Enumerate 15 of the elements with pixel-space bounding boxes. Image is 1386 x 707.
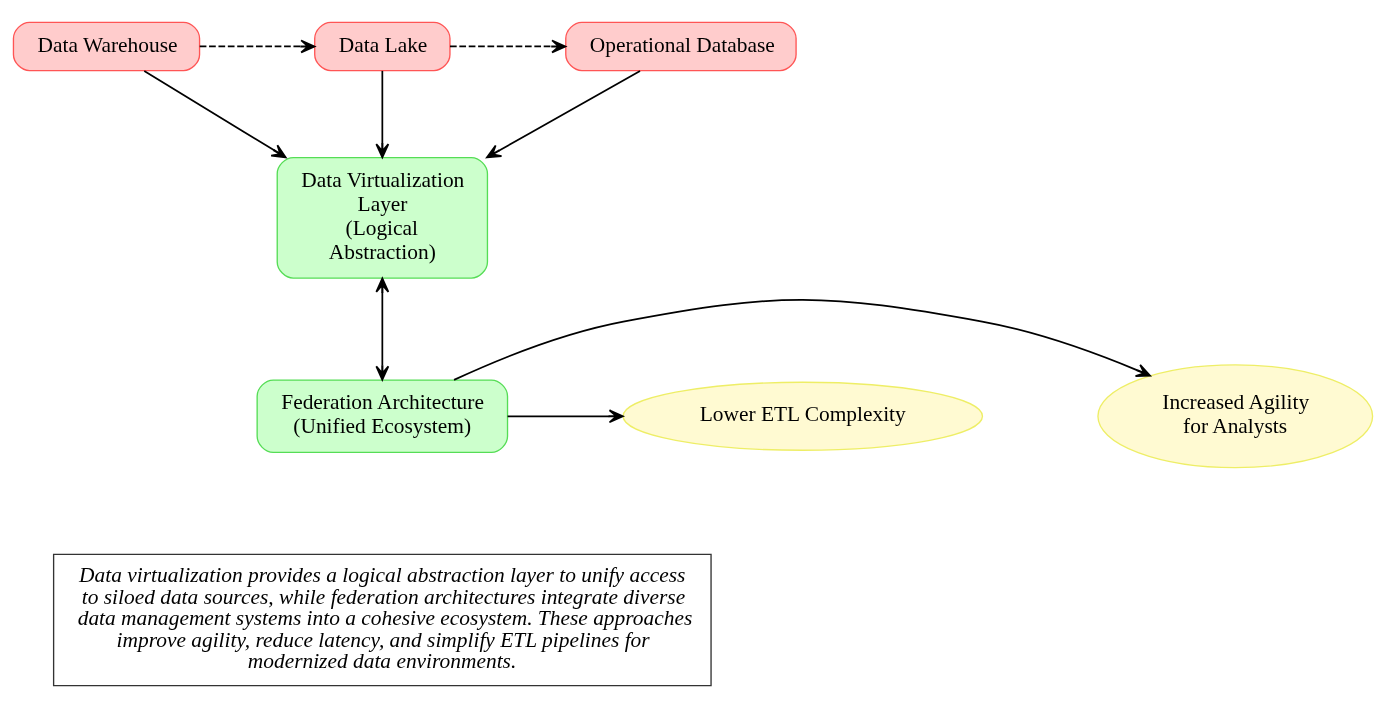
- node-box: Data Virtualization Layer (Logical Abstraction): [276, 156, 489, 279]
- arrow: [375, 69, 390, 158]
- arrow: [453, 298, 1152, 381]
- node-ellipse: Lower ETL Complexity: [622, 381, 984, 451]
- node-box: Data Warehouse: [12, 21, 201, 71]
- arrow: [198, 39, 316, 53]
- arrow: [375, 277, 390, 381]
- arrow: [506, 408, 624, 423]
- arrow: [143, 69, 287, 158]
- node-box: Operational Database: [565, 21, 797, 71]
- node-box: Data virtualization provides a logical abstraction layer to unify access to siloed data sources, while federation architectures integrate diverse data management systems into a cohesive ecosystem. These approaches improve agility, reduce latency, and simplify ETL pipelines for modernized data environments.: [52, 553, 712, 686]
- arrow: [486, 69, 641, 158]
- node-box: Data Lake: [314, 21, 451, 71]
- node-box: Federation Architecture (Unified Ecosystem): [256, 378, 509, 453]
- arrow: [449, 39, 567, 53]
